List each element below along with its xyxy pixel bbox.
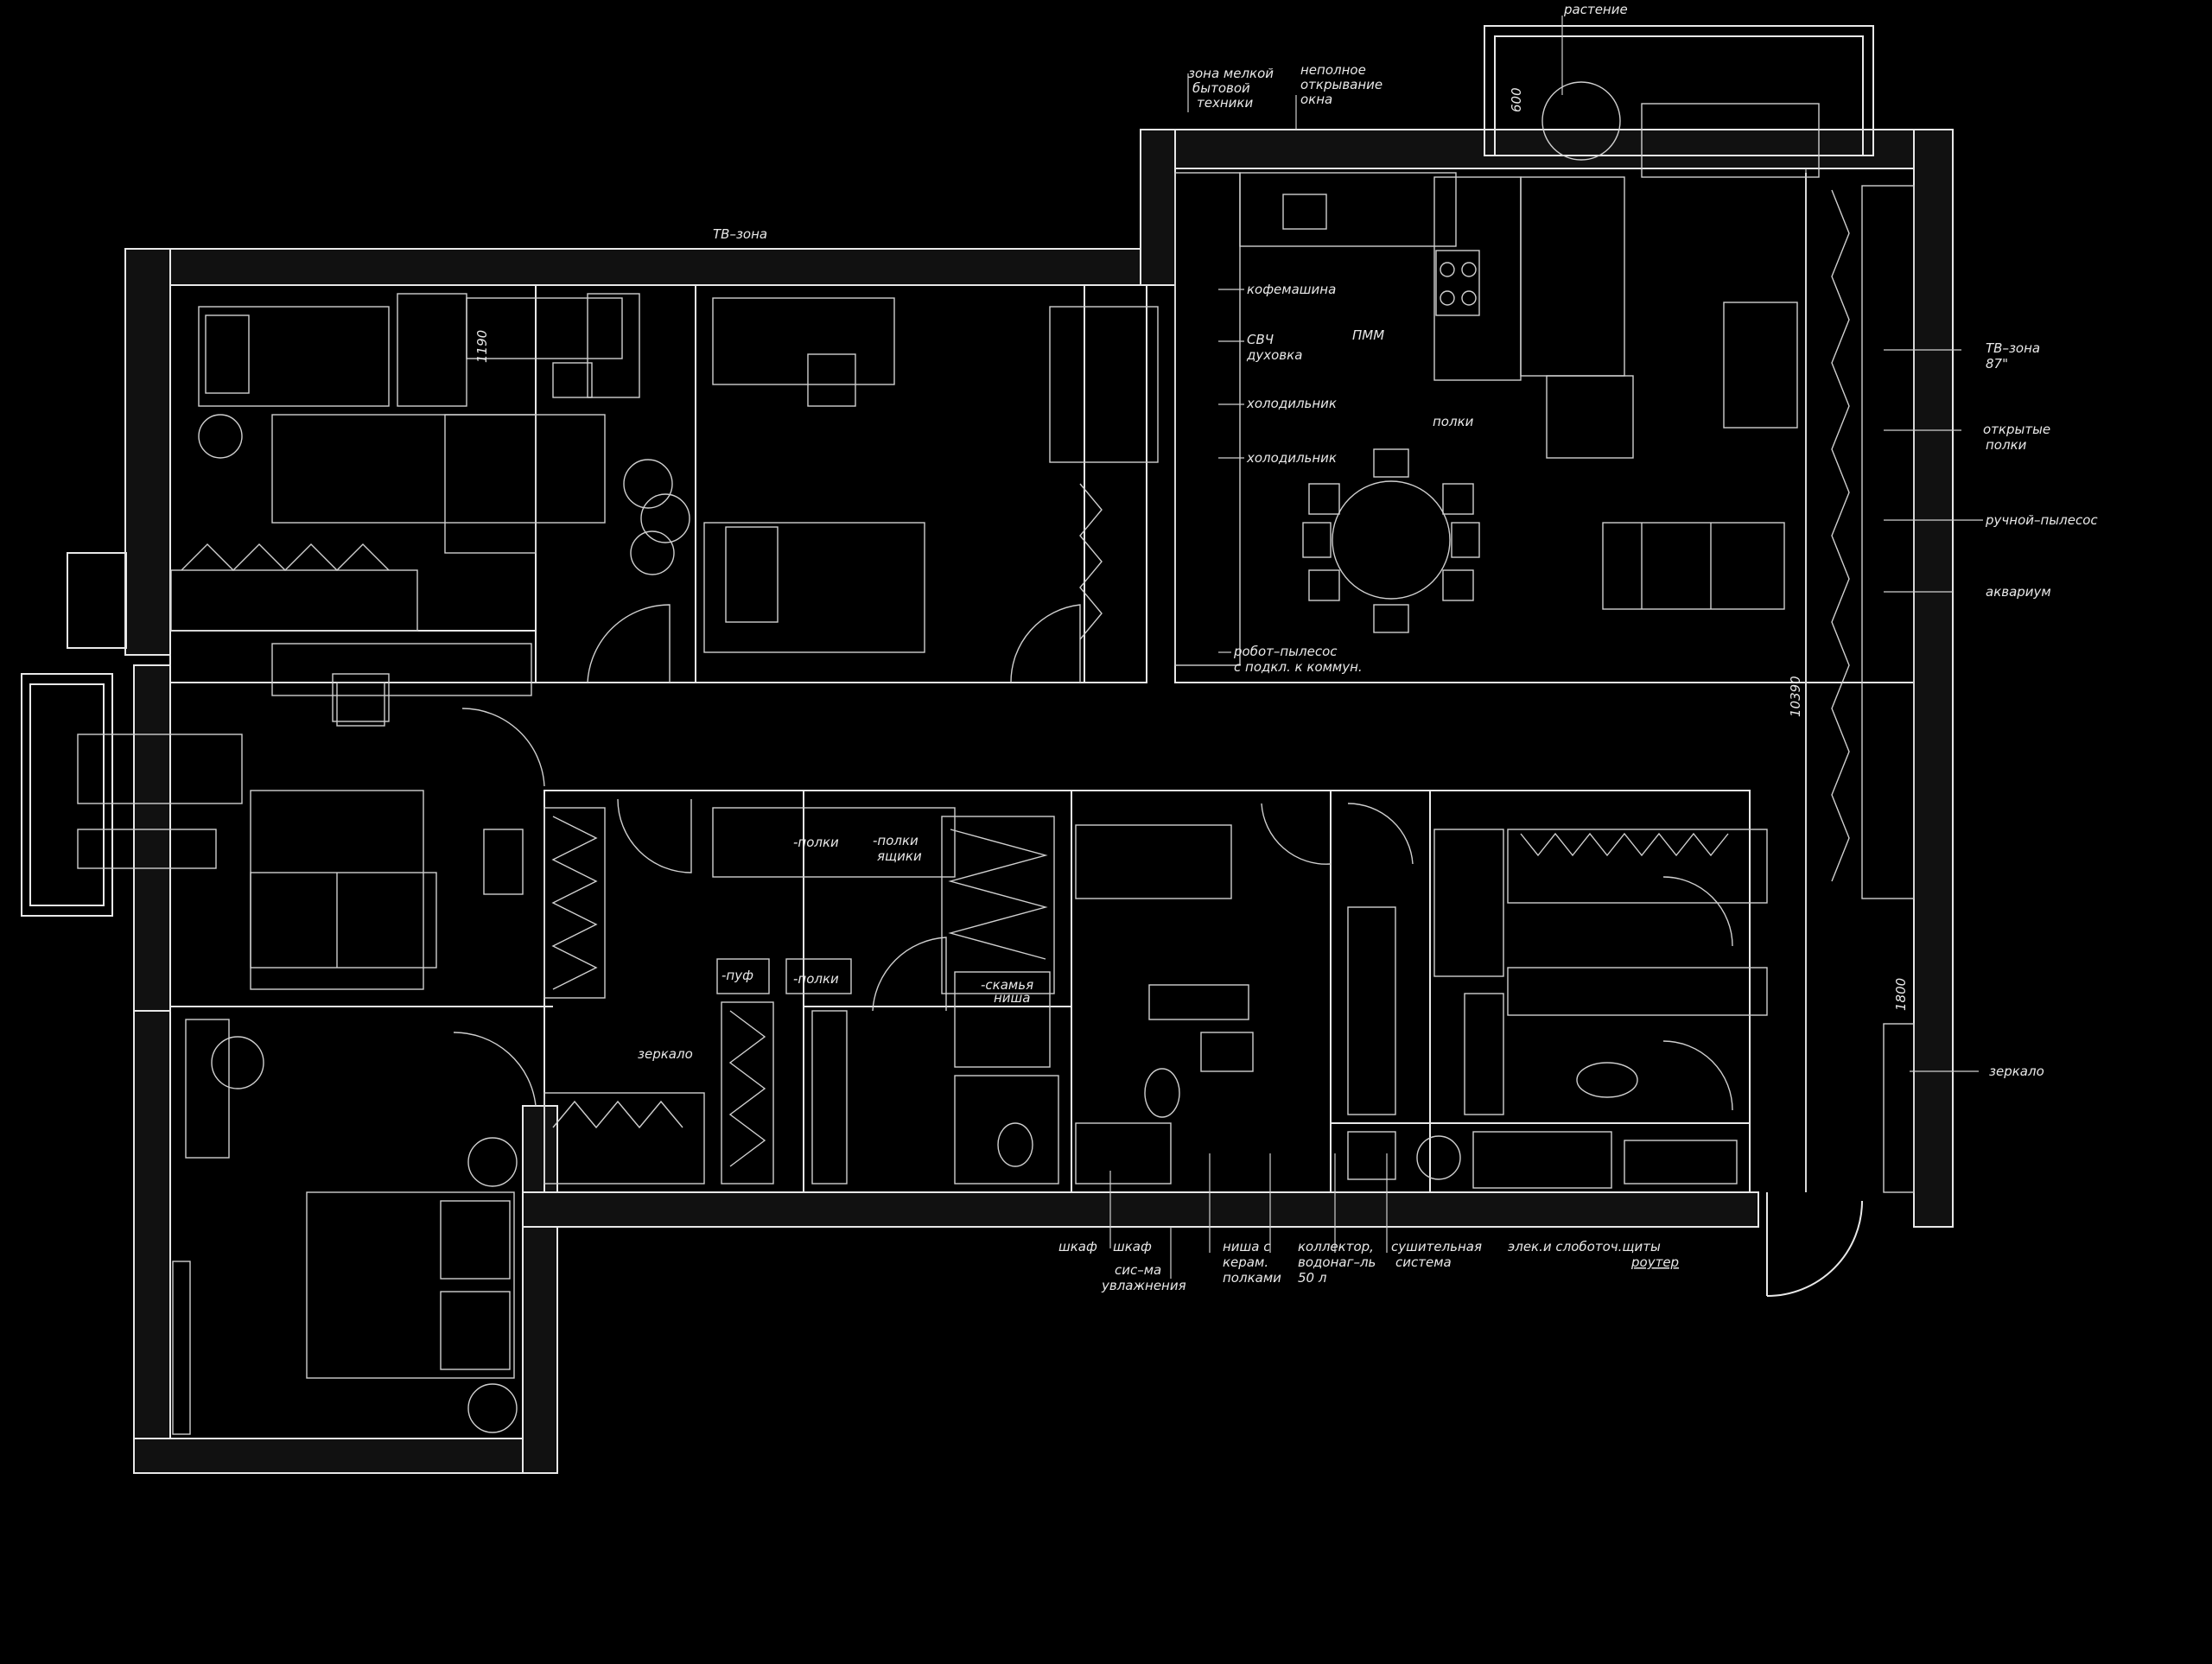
label-collector-1: коллектор, [1298, 1239, 1374, 1254]
label-wardrobe-2: шкаф [1113, 1239, 1152, 1254]
dim-1190: 1190 [474, 330, 490, 363]
label-tv-zone-right-1: ТВ–зона [1986, 340, 2040, 356]
label-shelves-1: -полки [793, 835, 839, 850]
label-hand-vacuum: ручной–пылесос [1985, 512, 2098, 528]
label-wardrobe-1: шкаф [1058, 1239, 1097, 1254]
furniture-top-left [170, 293, 640, 727]
label-humidifier-2: увлажнения [1101, 1278, 1186, 1293]
label-collector-3: 50 л [1298, 1270, 1327, 1286]
label-window-1: неполное [1300, 62, 1366, 78]
label-coffee-machine: кофемашина [1247, 282, 1336, 297]
furniture-middle-room [623, 297, 1159, 653]
label-mirror: зеркало [638, 1046, 693, 1062]
label-bench-1: -скамья [981, 977, 1033, 993]
label-shelves-drawers-1: -полки [873, 833, 918, 848]
furniture-kitchen-living [1174, 81, 1915, 899]
label-robot-1: робот–пылесос [1233, 644, 1338, 659]
label-small-appliances-2: бытовой [1192, 80, 1250, 96]
label-open-shelves-1: открытые [1983, 422, 2050, 437]
label-tv-zone-left: ТВ–зона [713, 226, 767, 242]
doors [453, 604, 1733, 1111]
label-window-3: окна [1300, 92, 1332, 107]
label-niche-3: полками [1223, 1270, 1281, 1286]
label-tv-zone-right-2: 87" [1986, 356, 2008, 372]
label-window-2: открывание [1300, 77, 1382, 92]
label-small-appliances-1: зона мелкой [1188, 66, 1274, 81]
dim-600: 600 [1509, 87, 1524, 112]
label-collector-2: водонаг–ль [1298, 1254, 1376, 1270]
label-small-appliances-3: техники [1197, 95, 1253, 111]
furniture-baths [543, 807, 1915, 1193]
label-humidifier-1: сис–ма [1115, 1262, 1161, 1278]
label-shelves-drawers-2: ящики [877, 848, 922, 864]
label-fridge-1: холодильник [1246, 396, 1337, 411]
outer-walls [21, 25, 1954, 1474]
label-microwave-2: духовка [1246, 347, 1302, 363]
room-labels: растение зона мелкой бытовой техники неп… [638, 2, 2098, 1293]
label-niche-1: ниша с [1223, 1239, 1271, 1254]
label-mirror-right: зеркало [1989, 1064, 2044, 1079]
label-robot-2: с подкл. к коммун. [1234, 659, 1363, 675]
dim-1800: 1800 [1893, 978, 1909, 1011]
interior-walls [169, 168, 1915, 1297]
label-drying-1: сушительная [1391, 1239, 1482, 1254]
label-open-shelves-2: полки [1986, 437, 2027, 453]
label-drying-2: система [1395, 1254, 1452, 1270]
furniture-bottom-bedroom [172, 1137, 518, 1435]
dimensions: 10390 1800 1190 600 [474, 87, 1909, 1192]
leaders [1109, 16, 1983, 1279]
label-aquarium: аквариум [1986, 584, 2051, 600]
label-niche-2: керам. [1223, 1254, 1268, 1270]
dim-10390: 10390 [1788, 676, 1803, 717]
label-router: роутер [1630, 1254, 1679, 1270]
label-microwave-1: СВЧ [1247, 332, 1274, 347]
label-kitchen-shelves: полки [1433, 414, 1474, 429]
label-dishwasher: ПММ [1352, 327, 1384, 343]
furniture-gym [77, 673, 524, 1159]
label-pouf: -пуф [721, 968, 753, 983]
label-bench-2: ниша [994, 990, 1030, 1006]
label-plant: растение [1563, 2, 1628, 17]
label-shelves-2: -полки [793, 971, 839, 987]
label-electrical: элек.и слоботоч.щиты [1508, 1239, 1661, 1254]
label-fridge-2: холодильник [1246, 450, 1337, 466]
